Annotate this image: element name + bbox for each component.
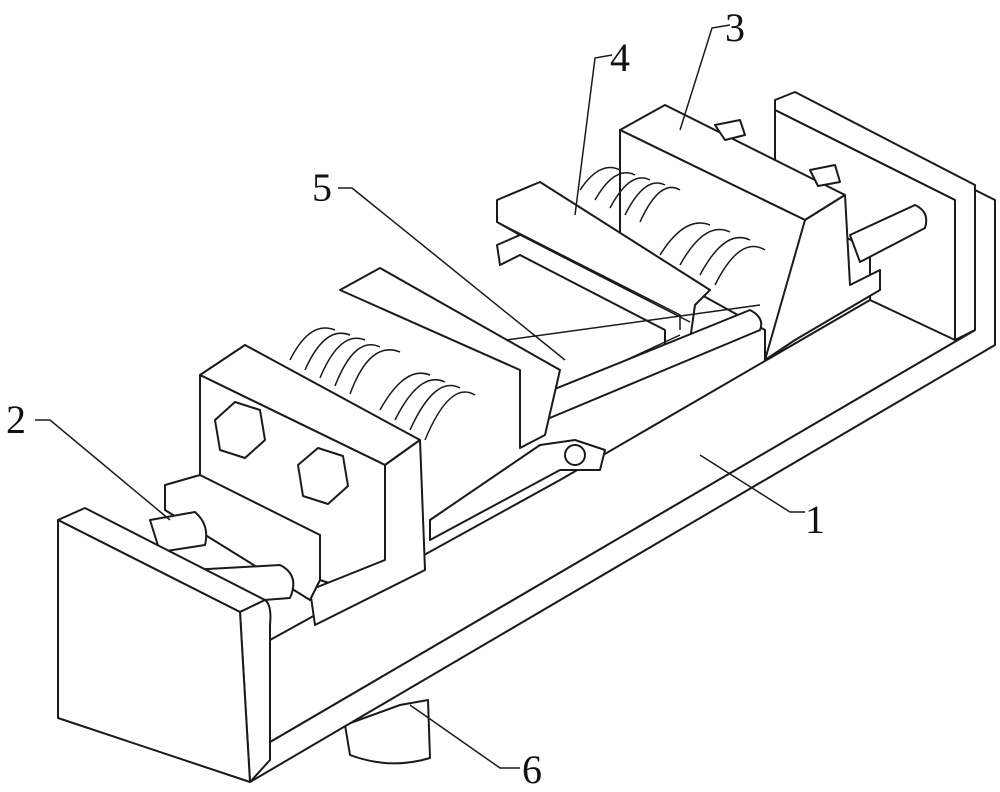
- label-1: 1: [805, 500, 825, 540]
- leader-4: [575, 55, 612, 215]
- label-5: 5: [312, 168, 332, 208]
- label-3: 3: [725, 8, 745, 48]
- label-4: 4: [610, 38, 630, 78]
- leader-2: [35, 420, 170, 520]
- label-2: 2: [6, 400, 26, 440]
- leader-3: [680, 25, 730, 130]
- label-6: 6: [522, 750, 542, 790]
- pivot: [565, 445, 585, 465]
